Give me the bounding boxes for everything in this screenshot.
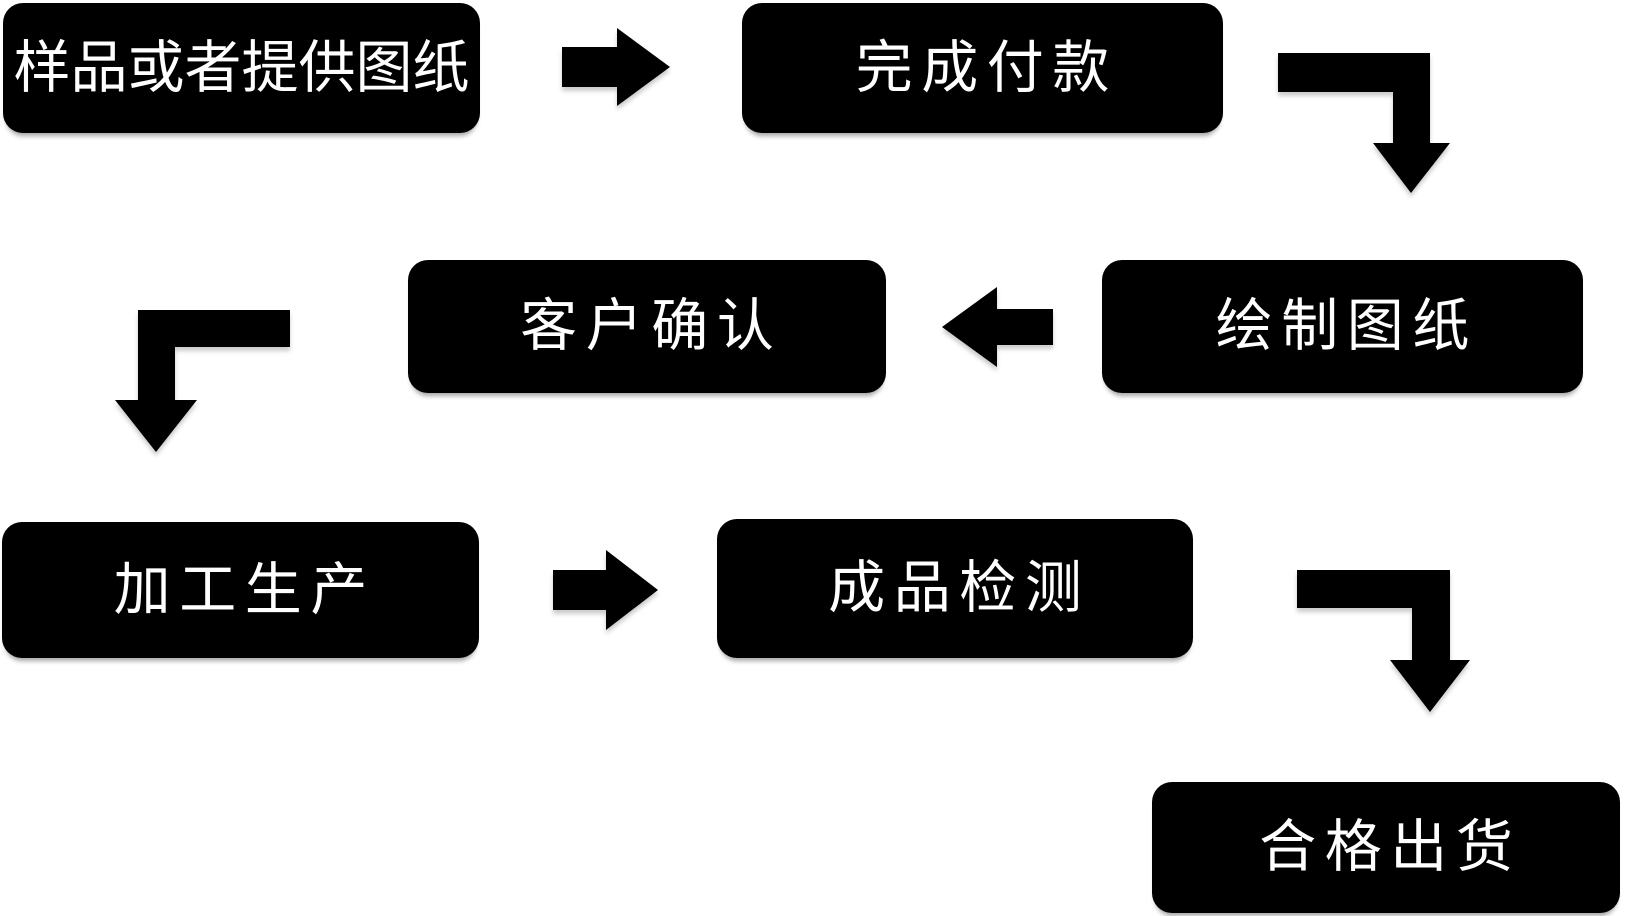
arrow-processing-to-testing-icon — [553, 550, 658, 630]
node-label: 完成付款 — [855, 35, 1118, 100]
arrow-payment-to-draw-icon — [1278, 53, 1450, 193]
arrow-testing-to-shipment-icon — [1297, 570, 1470, 712]
node-customer-confirm: 客户确认 — [408, 260, 886, 393]
node-qualified-shipment: 合格出货 — [1152, 782, 1620, 913]
arrow-sample-to-payment-icon — [562, 28, 670, 106]
node-product-testing: 成品检测 — [717, 519, 1193, 658]
node-label: 成品检测 — [828, 556, 1091, 620]
node-label: 合格出货 — [1259, 815, 1522, 879]
arrow-confirm-to-processing-icon — [115, 310, 290, 452]
node-complete-payment: 完成付款 — [742, 3, 1223, 133]
arrow-draw-to-confirm-icon — [942, 287, 1053, 367]
node-draw-drawings: 绘制图纸 — [1102, 260, 1583, 393]
node-label: 加工生产 — [113, 557, 376, 622]
node-processing: 加工生产 — [2, 522, 479, 658]
node-label: 客户确认 — [520, 294, 783, 358]
node-label: 样品或者提供图纸 — [13, 35, 470, 100]
node-label: 绘制图纸 — [1215, 294, 1478, 358]
node-sample-or-drawing: 样品或者提供图纸 — [3, 3, 480, 133]
